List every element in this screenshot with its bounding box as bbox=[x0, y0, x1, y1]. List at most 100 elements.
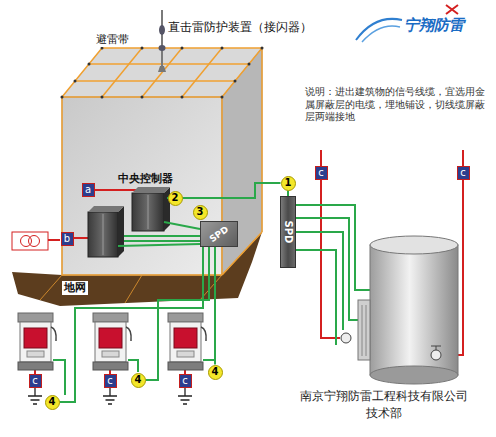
oil-tank bbox=[358, 236, 458, 384]
oil-tank bbox=[366, 305, 367, 356]
spd-module: SPD bbox=[280, 196, 296, 268]
signal-wire bbox=[53, 198, 370, 395]
lightning-belt bbox=[89, 63, 249, 65]
part-label: 避雷带 bbox=[94, 33, 131, 47]
signal-wire bbox=[118, 244, 200, 246]
lightning-belt bbox=[62, 274, 222, 276]
callout-number: 4 bbox=[212, 367, 219, 377]
signal-wire bbox=[164, 222, 200, 229]
meter-valve bbox=[431, 350, 441, 360]
lightning-belt bbox=[62, 48, 262, 275]
signal-cable bbox=[214, 247, 216, 365]
signal-wire bbox=[124, 235, 200, 237]
lightning-rod bbox=[158, 10, 166, 72]
signal-cable bbox=[146, 247, 210, 380]
control-cabinet bbox=[88, 212, 118, 257]
terminal-box: c bbox=[457, 166, 470, 180]
terminal-box: c bbox=[315, 166, 328, 180]
belt-dots bbox=[248, 63, 251, 66]
caption: 南京宁翔防雷工程科技有限公司 技术部 bbox=[296, 388, 472, 423]
signal-wire bbox=[296, 250, 336, 345]
logo-swoosh bbox=[446, 5, 458, 14]
control-cabinet bbox=[118, 206, 124, 257]
transformer bbox=[12, 232, 48, 250]
fuel-pump bbox=[168, 313, 206, 370]
node-text: a bbox=[85, 185, 91, 195]
control-cabinet bbox=[88, 206, 124, 212]
note-text: 说明：进出建筑物的信号线缆，宜选用金属屏蔽层的电缆，埋地铺设，切线缆屏蔽层两端接… bbox=[305, 86, 489, 124]
power-wire bbox=[74, 237, 88, 239]
part-label: 中央控制器 bbox=[118, 172, 173, 186]
node-text: c bbox=[32, 376, 38, 386]
building bbox=[62, 97, 222, 275]
oil-tank bbox=[370, 366, 458, 384]
oil-tank bbox=[370, 236, 458, 254]
callout-number: 4 bbox=[131, 373, 146, 388]
lightning-rod bbox=[159, 25, 165, 35]
terminal-box: c bbox=[179, 374, 192, 388]
callout-number: 4 bbox=[135, 375, 142, 385]
signal-wire bbox=[53, 360, 65, 395]
lightning-rod bbox=[161, 10, 163, 72]
terminal-box: c bbox=[29, 374, 42, 388]
ground-symbol bbox=[103, 388, 117, 404]
lightning-rod bbox=[159, 45, 166, 51]
control-cabinet bbox=[103, 214, 104, 255]
terminal-box: c bbox=[104, 374, 117, 388]
node-text: c bbox=[107, 376, 113, 386]
belt-dots bbox=[101, 47, 104, 50]
callout-number: 3 bbox=[193, 205, 208, 220]
power-wire bbox=[462, 150, 464, 166]
node-text: SPD bbox=[208, 224, 230, 243]
spd-module: SPD bbox=[200, 221, 238, 247]
callout-number: 3 bbox=[197, 207, 204, 217]
power-wire bbox=[321, 180, 340, 338]
transformer bbox=[12, 232, 48, 250]
callout-number: 2 bbox=[168, 191, 183, 206]
node-text: c bbox=[182, 376, 188, 386]
fuel-pump bbox=[93, 313, 131, 370]
belt-dots bbox=[261, 47, 264, 50]
callout-number: 4 bbox=[45, 395, 60, 410]
lightning-belt bbox=[61, 97, 63, 275]
oil-tank bbox=[358, 300, 370, 360]
lightning-rod bbox=[158, 66, 166, 72]
belt-dots bbox=[74, 80, 77, 83]
signal-wire bbox=[124, 240, 200, 242]
ground-soil bbox=[40, 275, 222, 303]
terminal-box: a bbox=[82, 183, 95, 197]
control-cabinet bbox=[132, 193, 164, 231]
belt-dots bbox=[141, 47, 144, 50]
control-cabinet bbox=[148, 195, 149, 229]
lightning-belt bbox=[102, 48, 142, 97]
ground-symbol bbox=[178, 388, 192, 404]
power-wire bbox=[35, 150, 463, 374]
belt-dots bbox=[234, 80, 237, 83]
logo-swoosh bbox=[362, 26, 400, 42]
meter-valve bbox=[341, 333, 441, 360]
belt-dots bbox=[141, 96, 144, 99]
fuel-pump bbox=[18, 313, 206, 370]
terminal-box: b bbox=[61, 232, 74, 246]
signal-wire bbox=[203, 359, 215, 361]
callout-number: 2 bbox=[172, 193, 179, 203]
signal-cable bbox=[60, 247, 204, 402]
transformer bbox=[29, 236, 40, 247]
node-text: c bbox=[460, 168, 466, 178]
lightning-belt bbox=[261, 48, 263, 232]
belt-dots bbox=[221, 96, 224, 99]
meter-valve bbox=[431, 346, 441, 350]
fuel-pump bbox=[18, 313, 56, 370]
part-label: 直击雷防护装置（接闪器） bbox=[168, 20, 312, 35]
power-wire bbox=[320, 150, 322, 166]
meter-valve bbox=[341, 333, 351, 343]
belt-dots bbox=[61, 96, 64, 99]
node-text: b bbox=[64, 234, 70, 244]
callout-number: 4 bbox=[49, 397, 56, 407]
callout-number: 1 bbox=[281, 176, 296, 191]
belt-dots bbox=[221, 47, 224, 50]
belt-dots bbox=[101, 96, 104, 99]
building bbox=[62, 48, 262, 275]
lightning-belt bbox=[221, 97, 223, 275]
